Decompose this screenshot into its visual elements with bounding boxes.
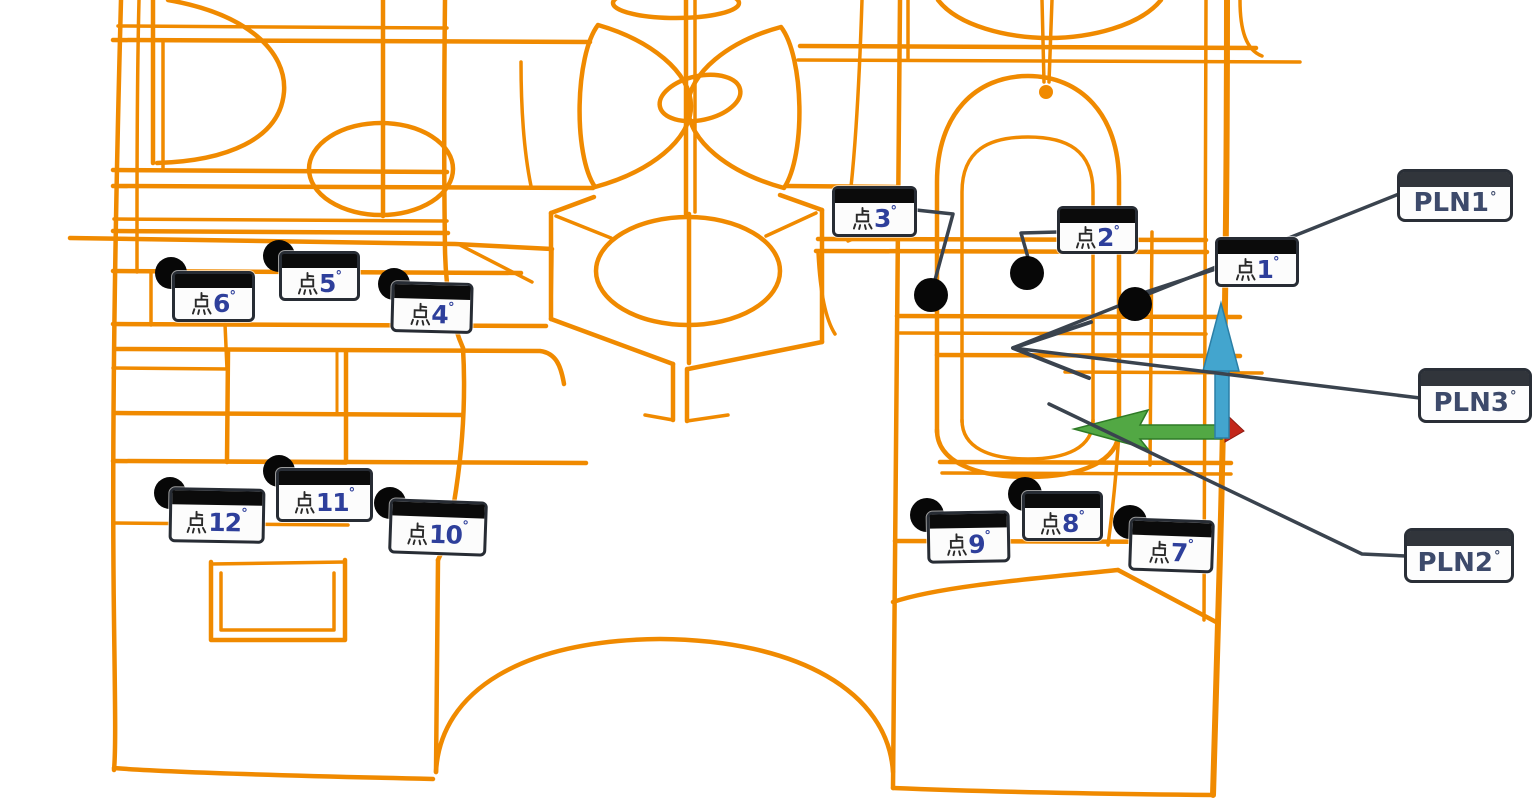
point-number: 5 xyxy=(319,268,336,298)
leader-lines xyxy=(914,192,1422,558)
plane-label-pln3[interactable]: PLN3° xyxy=(1418,368,1532,423)
point-number: 3 xyxy=(874,204,891,233)
dian-char-glyph xyxy=(1075,226,1096,249)
label-header-bar xyxy=(1407,531,1511,546)
label-header-bar xyxy=(175,274,252,288)
leader-point-3 xyxy=(914,208,955,282)
point-number: 4 xyxy=(430,299,449,330)
degree-mark: ° xyxy=(461,518,469,535)
dian-char-glyph xyxy=(186,510,207,533)
label-header-bar xyxy=(835,189,914,203)
degree-mark: ° xyxy=(1113,224,1120,239)
label-header-bar xyxy=(279,471,370,485)
dian-char-glyph xyxy=(1148,540,1170,564)
dian-char-glyph xyxy=(294,491,315,514)
plane-name: PLN3 xyxy=(1433,388,1509,418)
label-header-bar xyxy=(1421,371,1529,386)
degree-mark: ° xyxy=(229,289,236,304)
degree-mark: ° xyxy=(241,506,248,522)
degree-mark: ° xyxy=(1272,255,1280,270)
degree-mark: ° xyxy=(335,269,342,284)
point-label-6[interactable]: 6° xyxy=(172,271,255,322)
leader-pln3 xyxy=(1011,346,1422,400)
point-number: 2 xyxy=(1097,222,1114,252)
leader-point-2 xyxy=(1019,230,1060,263)
degree-mark: ° xyxy=(1187,537,1195,553)
dian-char-glyph xyxy=(407,522,429,546)
point-number: 8 xyxy=(1062,508,1079,538)
axis-left-arrow[interactable] xyxy=(1071,408,1223,451)
point-label-5[interactable]: 5° xyxy=(279,251,360,301)
point-label-8[interactable]: 8° xyxy=(1022,491,1103,541)
degree-mark: ° xyxy=(348,486,356,501)
plane-label-pln1[interactable]: PLN1° xyxy=(1397,169,1513,222)
dian-char-glyph xyxy=(852,207,873,230)
point-number: 7 xyxy=(1170,537,1188,568)
leader-arrowhead xyxy=(1011,320,1093,380)
dian-char-glyph xyxy=(409,302,431,326)
dian-char-glyph xyxy=(191,292,212,315)
point-label-3[interactable]: 3° xyxy=(832,186,917,237)
cad-wireframe xyxy=(67,0,1302,798)
point-marker-3[interactable] xyxy=(914,278,948,312)
point-label-1[interactable]: 1° xyxy=(1215,237,1299,287)
degree-mark: ° xyxy=(447,300,455,316)
dian-char-glyph xyxy=(297,272,318,295)
point-label-4[interactable]: 4° xyxy=(390,280,474,335)
point-label-2[interactable]: 2° xyxy=(1057,206,1138,254)
point-number: 9 xyxy=(967,529,985,559)
point-number: 10 xyxy=(428,519,463,550)
dian-char-glyph xyxy=(1040,512,1061,535)
degree-mark: ° xyxy=(890,204,897,219)
point-number: 1 xyxy=(1256,254,1274,284)
degree-mark: ° xyxy=(1078,509,1085,524)
point-marker-1[interactable] xyxy=(1118,287,1152,321)
label-header-bar xyxy=(1218,240,1296,254)
leader-pln1 xyxy=(1011,192,1401,350)
label-header-bar xyxy=(1025,494,1100,508)
degree-mark: ° xyxy=(984,528,992,544)
dian-char-glyph xyxy=(946,533,967,556)
point-number: 6 xyxy=(213,289,230,318)
degree-mark: ° xyxy=(1493,549,1501,564)
point-number: 11 xyxy=(315,487,350,517)
label-header-bar xyxy=(929,513,1007,529)
label-header-bar xyxy=(1060,209,1135,223)
point-number: 12 xyxy=(207,507,242,538)
point-label-9[interactable]: 9° xyxy=(926,510,1011,564)
point-label-10[interactable]: 10° xyxy=(388,498,488,557)
point-label-12[interactable]: 12° xyxy=(168,487,266,544)
point-marker-2[interactable] xyxy=(1010,256,1044,290)
degree-mark: ° xyxy=(1509,389,1517,404)
label-header-bar xyxy=(172,490,263,506)
axis-up-arrow[interactable] xyxy=(1202,300,1240,439)
point-label-7[interactable]: 7° xyxy=(1128,517,1215,574)
point-label-11[interactable]: 11° xyxy=(276,468,373,522)
plane-name: PLN2 xyxy=(1417,548,1493,578)
plane-name: PLN1 xyxy=(1413,188,1489,218)
label-header-bar xyxy=(1400,172,1510,187)
label-header-bar xyxy=(282,254,357,268)
degree-mark: ° xyxy=(1489,190,1497,205)
plane-label-pln2[interactable]: PLN2° xyxy=(1404,528,1514,583)
axis-triad xyxy=(1071,300,1245,451)
dian-char-glyph xyxy=(1235,258,1256,281)
leader-pln2 xyxy=(1047,402,1408,558)
